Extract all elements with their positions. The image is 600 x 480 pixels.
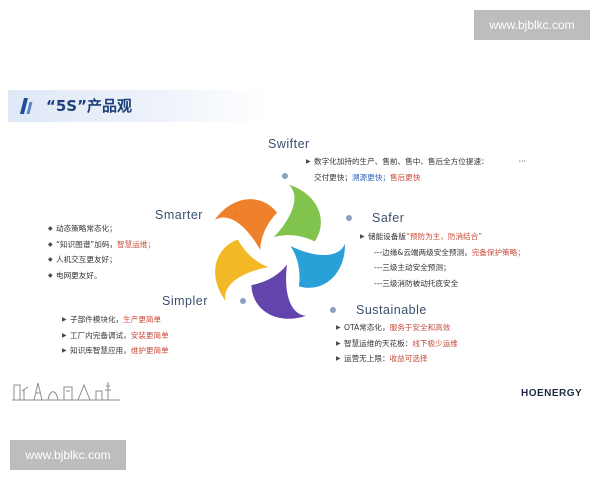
bullet-icon: ▶ [306,158,311,165]
bullet-icon: ▶ [336,339,341,347]
bullet-icon: ▶ [62,347,67,354]
swifter-line-1-text: 数字化加持的生产、售前、售中、售后全方位提速： [314,157,489,166]
safer-line-2-highlight: 完备保护策略； [471,247,525,257]
bullet-icon: ◆ [48,240,53,248]
dash-icon: --- [374,263,383,272]
petal-blue [290,243,345,288]
sustainable-line-3-highlight: 收益可选择 [389,354,428,363]
smarter-line-1-text: 动态策略常态化； [56,224,117,233]
sustainable-block: ▶ OTA常态化， 服务于安全和高效 ▶ 智慧运维的天花板： 线下极少运维 ▶ … [336,320,458,367]
safer-line-3-text: 三级主动安全预测； [382,263,451,272]
title-accent-bar-secondary [26,102,33,114]
bullet-icon: ◆ [48,271,53,279]
smarter-line-3: ◆ 人机交互更友好； [48,252,155,268]
petal-green [273,184,321,242]
heading-safer: Safer [372,211,405,225]
simpler-line-1-highlight: 生产更简单 [123,315,162,324]
simpler-line-3-highlight: 维护更简单 [130,346,169,355]
swifter-line-2: 交付更快； 溯源更快； 售后更快 [306,170,526,186]
safer-line-2: --- 边缘&云端两级安全预测， 完备保护策略； [360,245,525,261]
smarter-line-4: ◆ 电网更友好。 [48,268,155,284]
sustainable-line-2: ▶ 智慧运维的天花板： 线下极少运维 [336,336,458,352]
heading-smarter: Smarter [155,208,203,222]
safer-line-4-text: 三级消防被动托底安全 [382,278,459,288]
dash-icon: --- [374,278,383,288]
safer-line-3: --- 三级主动安全预测； [360,260,525,276]
swifter-block: ▶ 数字化加持的生产、售前、售中、售后全方位提速： ··· 交付更快； 溯源更快… [306,154,526,185]
safer-line-4: --- 三级消防被动托底安全 [360,276,525,292]
dash-icon: --- [374,247,383,257]
smarter-block: ◆ 动态策略常态化； ◆ “知识图谱”加码， 智慧运维； ◆ 人机交互更友好； … [48,221,155,283]
hoenergy-logo: HOENERGY [521,388,583,399]
heading-sustainable: Sustainable [356,303,427,317]
simpler-line-2-highlight: 安装更简单 [130,330,169,340]
smarter-line-4-text: 电网更友好。 [56,270,102,280]
watermark-bottom: www.bjblkc.com [10,440,126,470]
sustainable-line-3-text: 运营无上限： [344,354,390,363]
sustainable-line-1-highlight: 服务于安全和高效 [389,323,451,332]
bullet-icon: ◆ [48,256,53,263]
bullet-icon: ▶ [62,331,67,339]
safer-line-2-text: 边缘&云端两级安全预测， [382,247,472,257]
safer-line-1: ▶ 储能设备版 “预防为主，防消结合” [360,229,525,245]
ellipsis-dots: ··· [518,157,526,166]
bullet-icon: ▶ [360,233,365,240]
simpler-line-3: ▶ 知识库智慧应用， 维护更简单 [62,343,169,359]
petal-orange [214,199,278,251]
simpler-line-2: ▶ 工厂内完备调试， 安装更简单 [62,328,169,344]
smarter-line-2-highlight: 智慧运维； [117,239,155,249]
bullet-icon: ▶ [336,355,341,362]
smarter-line-2-text: “知识图谱”加码， [56,239,118,249]
simpler-line-1-text: 子部件模块化， [70,315,124,324]
bullet-icon: ▶ [62,316,67,323]
page-title: “5S”产品观 [46,97,132,115]
safer-line-1-text: 储能设备版 [368,232,406,241]
sustainable-line-1-text: OTA常态化， [344,323,390,332]
connector-dot-sustainable [330,307,336,313]
sustainable-line-2-highlight: 线下极少运维 [412,338,458,348]
smarter-line-2: ◆ “知识图谱”加码， 智慧运维； [48,237,155,253]
connector-dot-swifter [282,173,288,179]
simpler-line-2-text: 工厂内完备调试， [70,330,131,340]
simpler-block: ▶ 子部件模块化， 生产更简单 ▶ 工厂内完备调试， 安装更简单 ▶ 知识库智慧… [62,312,169,359]
smarter-line-3-text: 人机交互更友好； [56,255,117,264]
smarter-line-1: ◆ 动态策略常态化； [48,221,155,237]
watermark-top: www.bjblkc.com [474,10,590,40]
five-s-pinwheel-graphic [214,184,345,319]
slide: “5S”产品观 Swifter ▶ 数字化加持的生产、售前、售中、售后全方位提速… [0,70,600,405]
heading-swifter: Swifter [268,137,310,151]
title-bar: “5S”产品观 [8,90,268,122]
safer-block: ▶ 储能设备版 “预防为主，防消结合” --- 边缘&云端两级安全预测， 完备保… [360,229,525,291]
petal-yellow [215,239,269,301]
bullet-icon: ▶ [336,324,341,331]
sustainable-line-3: ▶ 运营无上限： 收益可选择 [336,351,458,367]
pinwheel-center [260,237,292,269]
connector-dot-safer [346,215,352,221]
city-sketch-decoration [12,382,120,401]
swifter-line-2-text: 交付更快； [314,172,352,182]
swifter-line-2-highlight: 溯源更快； [351,172,390,182]
swifter-line-2-highlight-2: 售后更快 [389,172,421,182]
petal-purple [251,264,307,319]
simpler-line-3-text: 知识库智慧应用， [70,346,131,355]
safer-line-1-highlight: “预防为主，防消结合” [405,232,483,241]
sustainable-line-2-text: 智慧运维的天花板： [344,338,413,348]
swifter-line-1: ▶ 数字化加持的生产、售前、售中、售后全方位提速： ··· [306,154,526,170]
sustainable-line-1: ▶ OTA常态化， 服务于安全和高效 [336,320,458,336]
heading-simpler: Simpler [162,294,208,308]
connector-dot-simpler [240,298,246,304]
bullet-icon: ◆ [48,225,53,232]
simpler-line-1: ▶ 子部件模块化， 生产更简单 [62,312,169,328]
